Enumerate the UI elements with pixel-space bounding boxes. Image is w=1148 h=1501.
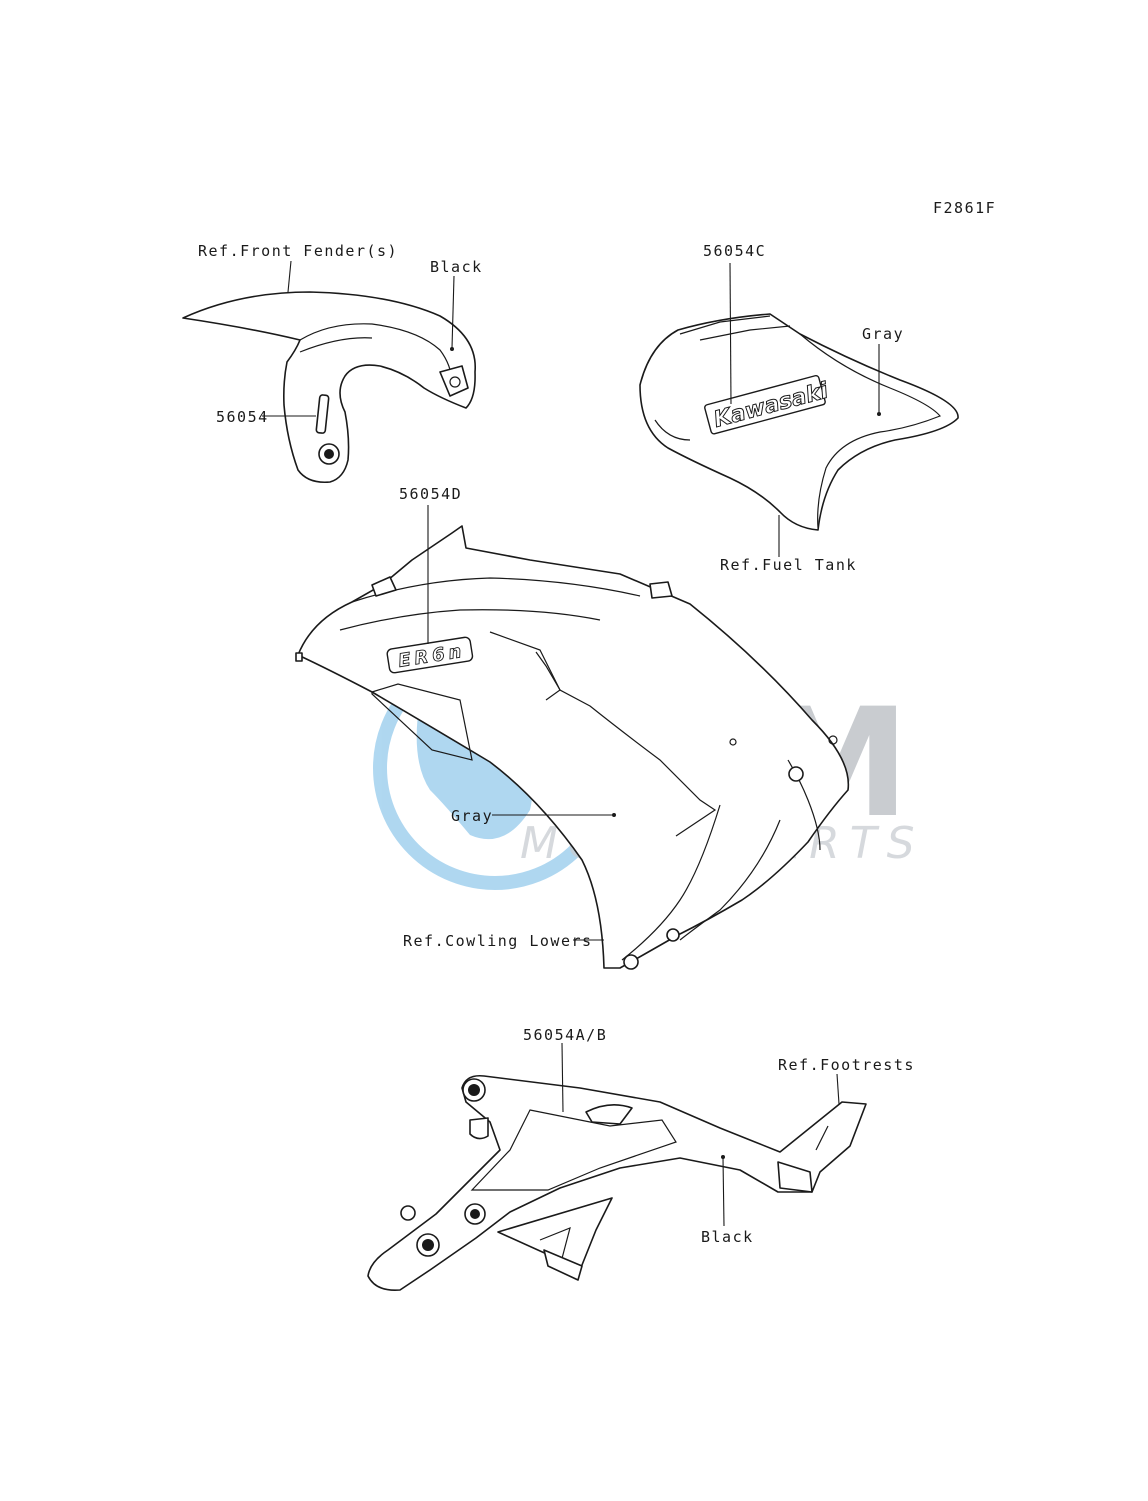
front-fender-shape xyxy=(182,291,476,484)
label-footrest-part: 56054A/B xyxy=(523,1026,607,1044)
cowling-group: ER6n xyxy=(295,505,850,970)
label-fuel-tank-ref: Ref.Fuel Tank xyxy=(720,556,857,574)
label-tank-color: Gray xyxy=(862,325,904,343)
label-front-fender-ref: Ref.Front Fender(s) xyxy=(198,242,398,260)
fuel-tank-group: Kawasaki xyxy=(639,262,959,557)
footrest-group xyxy=(367,1042,867,1292)
footrest-decal xyxy=(470,1109,677,1191)
label-cowling-part: 56054D xyxy=(399,485,462,503)
fender-decal xyxy=(315,394,330,434)
label-cowling-color: Gray xyxy=(451,807,493,825)
label-footrest-color: Black xyxy=(701,1228,754,1246)
cowling-shape xyxy=(297,525,850,969)
fuel-tank-shape xyxy=(639,313,959,531)
label-fender-color: Black xyxy=(430,258,483,276)
label-cowling-ref: Ref.Cowling Lowers xyxy=(403,932,593,950)
figure-code: F2861F xyxy=(933,199,996,217)
front-fender-group xyxy=(182,260,476,484)
label-footrest-ref: Ref.Footrests xyxy=(778,1056,915,1074)
label-tank-part: 56054C xyxy=(703,242,766,260)
label-fender-part: 56054 xyxy=(216,408,269,426)
